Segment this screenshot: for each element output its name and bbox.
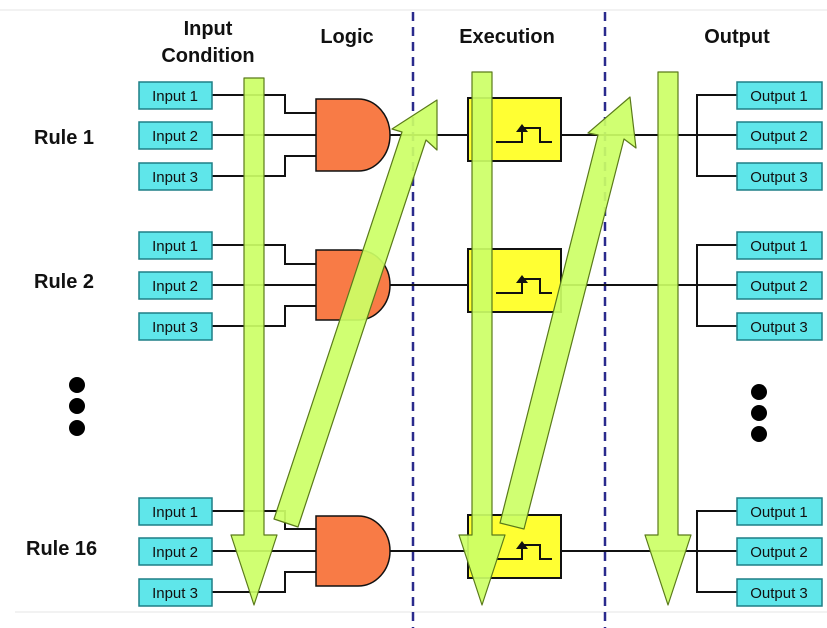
output-label: Output 2 (750, 128, 808, 145)
input-box: Input 3 (138, 312, 213, 341)
output-label: Output 1 (750, 238, 808, 255)
input-box: Input 1 (138, 497, 213, 526)
output-wires (696, 244, 737, 327)
input-label: Input 1 (152, 88, 198, 105)
output-box: Output 2 (736, 121, 823, 150)
header-input-line1: Input (184, 18, 233, 40)
output-scan-down-arrow (644, 71, 692, 606)
input-box: Input 1 (138, 81, 213, 110)
input-label: Input 2 (152, 278, 198, 295)
input-label: Input 1 (152, 504, 198, 521)
execution-to-output-return-arrow (499, 96, 637, 530)
output-label: Output 2 (750, 544, 808, 561)
output-box: Output 1 (736, 497, 823, 526)
input-box: Input 2 (138, 121, 213, 150)
input-label: Input 2 (152, 544, 198, 561)
and-gate-icon (315, 515, 391, 587)
vertical-ellipsis-icon (69, 377, 85, 436)
output-label: Output 3 (750, 319, 808, 336)
input-box: Input 3 (138, 162, 213, 191)
rule-row: Rule 1 Input 1 Input 2 Input 3 Output 1 … (34, 81, 823, 191)
input-label: Input 3 (152, 319, 198, 336)
logic-to-execution-return-arrow (273, 99, 438, 528)
and-gate-icon (315, 98, 391, 172)
header-output: Output (704, 26, 770, 48)
rule-label: Rule 2 (34, 271, 94, 293)
output-box: Output 2 (736, 537, 823, 566)
execution-scan-down-arrow (458, 71, 506, 606)
output-label: Output 1 (750, 88, 808, 105)
header-execution: Execution (459, 26, 555, 48)
rule-label: Rule 1 (34, 127, 94, 149)
input-box: Input 2 (138, 271, 213, 300)
output-box: Output 2 (736, 271, 823, 300)
input-scan-down-arrow (230, 77, 278, 606)
output-wires (696, 510, 737, 593)
output-box: Output 3 (736, 312, 823, 341)
output-box: Output 3 (736, 162, 823, 191)
output-wires (696, 94, 737, 177)
input-box: Input 3 (138, 578, 213, 607)
output-box: Output 1 (736, 81, 823, 110)
output-box: Output 1 (736, 231, 823, 260)
input-label: Input 3 (152, 585, 198, 602)
input-box: Input 1 (138, 231, 213, 260)
output-box: Output 3 (736, 578, 823, 607)
input-label: Input 1 (152, 238, 198, 255)
vertical-ellipsis-icon (751, 384, 767, 442)
rule-label: Rule 16 (26, 538, 97, 560)
header-logic: Logic (320, 26, 373, 48)
rule-row: Rule 16 Input 1 Input 2 Input 3 Output 1… (26, 497, 823, 607)
header-input-line2: Condition (161, 45, 254, 67)
output-label: Output 2 (750, 278, 808, 295)
output-label: Output 1 (750, 504, 808, 521)
input-label: Input 2 (152, 128, 198, 145)
output-label: Output 3 (750, 169, 808, 186)
rule-row: Rule 2 Input 1 Input 2 Input 3 Output 1 … (34, 231, 823, 341)
output-label: Output 3 (750, 585, 808, 602)
input-box: Input 2 (138, 537, 213, 566)
input-label: Input 3 (152, 169, 198, 186)
